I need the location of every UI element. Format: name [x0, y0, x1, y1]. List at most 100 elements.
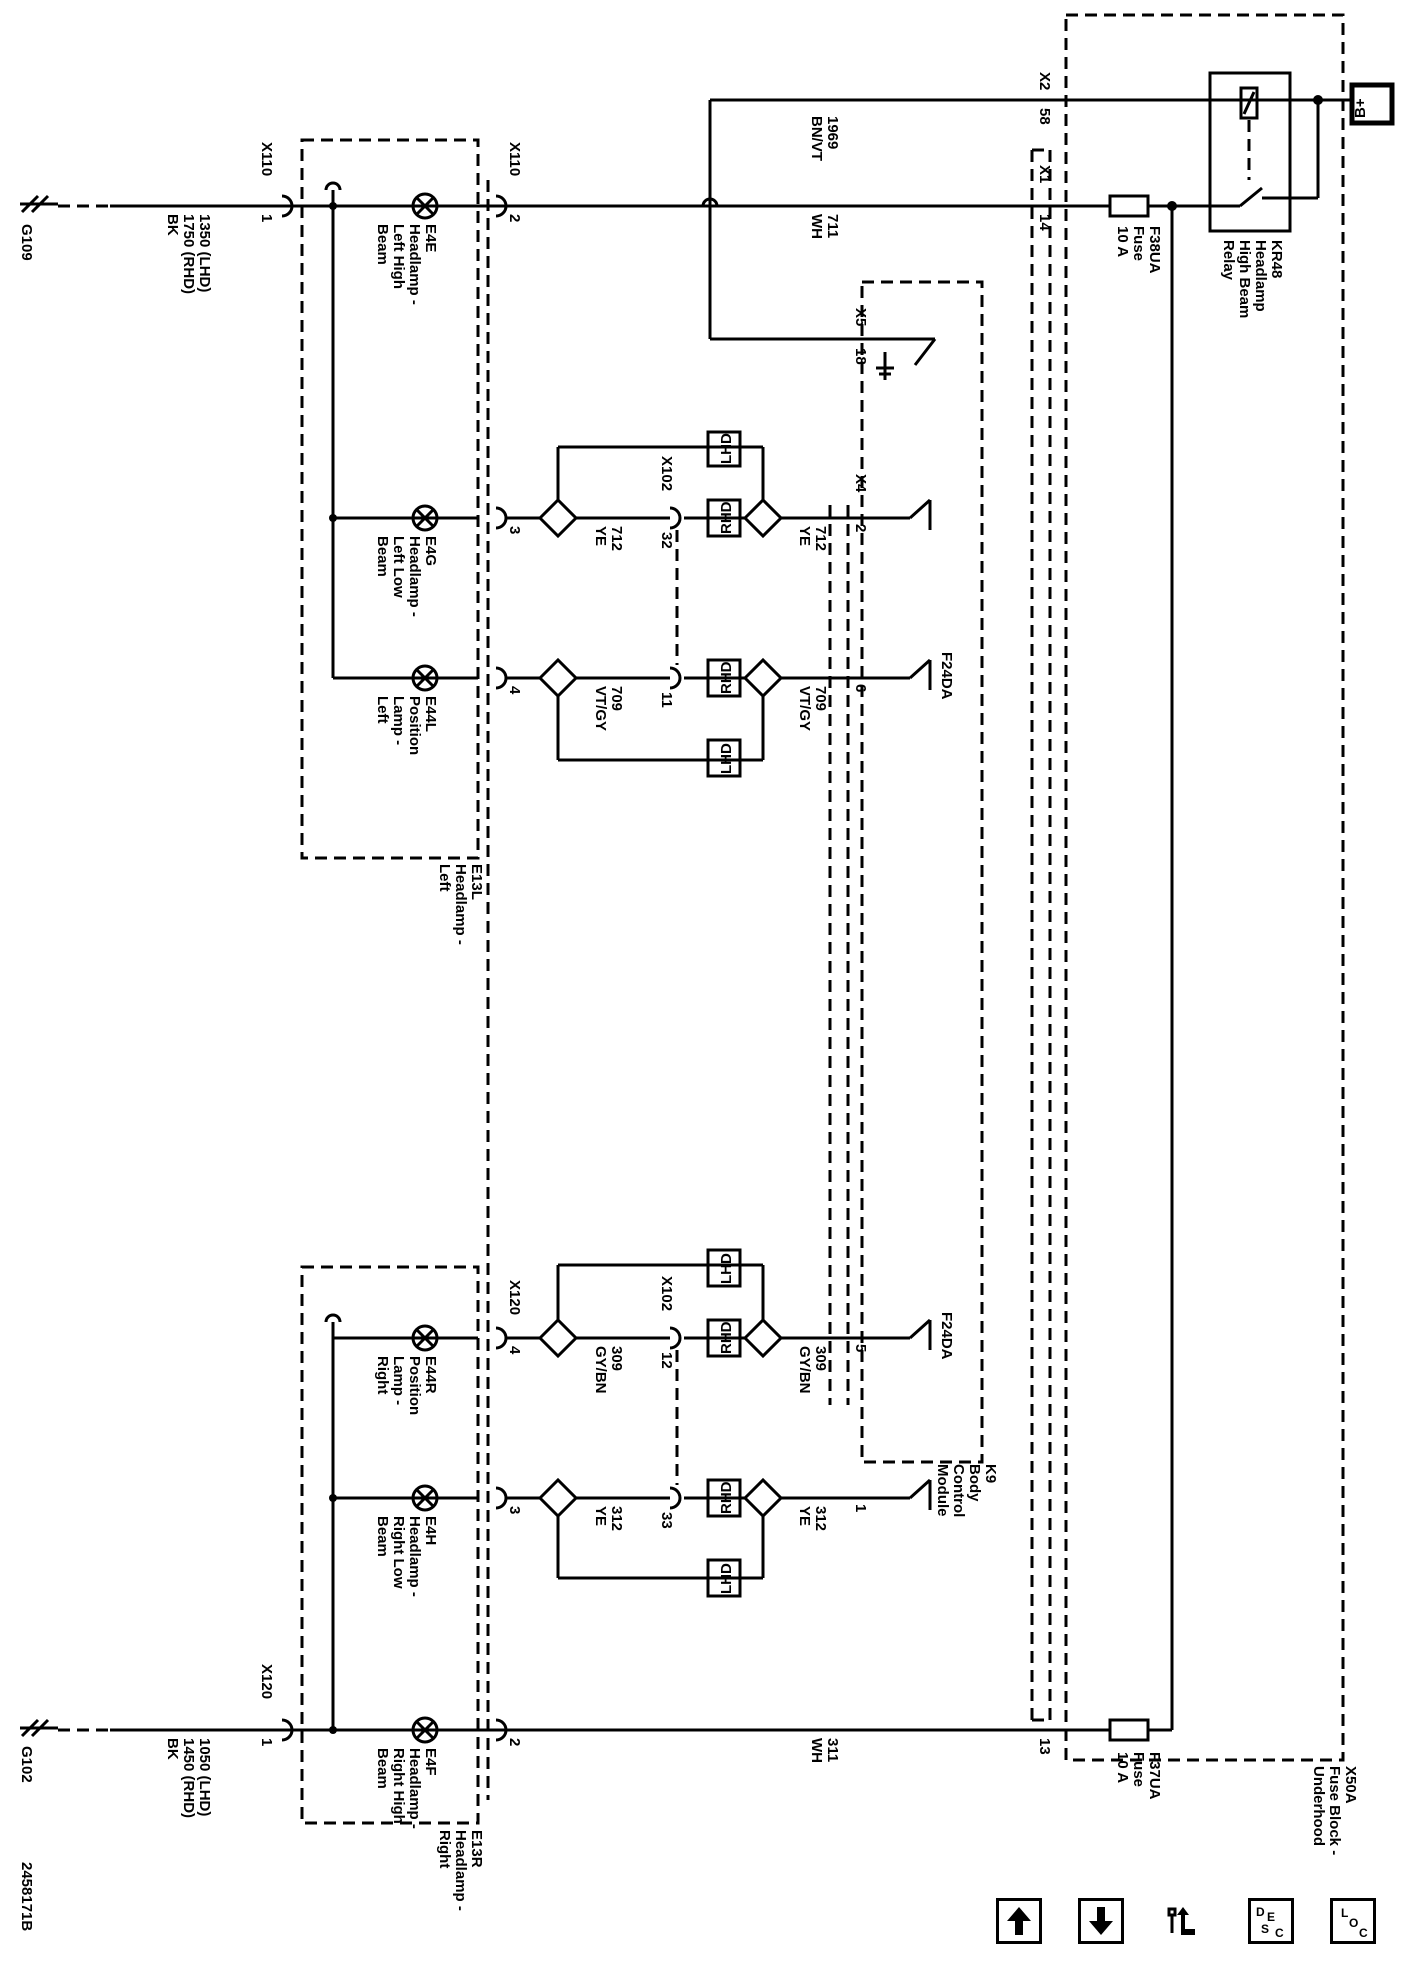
- svg-text:E4H: E4H: [422, 1516, 439, 1545]
- svg-text:Right High: Right High: [390, 1748, 407, 1824]
- fuse-block-frame: [1064, 13, 1345, 1762]
- svg-text:Position: Position: [406, 1356, 423, 1415]
- svg-text:711: 711: [824, 214, 841, 238]
- svg-text:High Beam: High Beam: [1236, 240, 1253, 318]
- svg-text:RHD: RHD: [718, 501, 735, 534]
- svg-text:5: 5: [852, 1344, 869, 1352]
- svg-text:1969: 1969: [824, 116, 841, 149]
- svg-text:G102: G102: [18, 1746, 35, 1783]
- svg-text:712: 712: [608, 526, 625, 551]
- svg-text:F37UA: F37UA: [1146, 1752, 1163, 1800]
- svg-text:F24DA: F24DA: [938, 1312, 955, 1360]
- desc-s: S: [1261, 1922, 1270, 1936]
- nav-location-button[interactable]: L O C: [1330, 1898, 1376, 1944]
- fuse-f38ua: [1108, 194, 1150, 218]
- lamp-e4h: [411, 1484, 439, 1512]
- nav-down-button[interactable]: [1078, 1898, 1124, 1944]
- svg-text:Headlamp -: Headlamp -: [452, 1830, 469, 1911]
- svg-text:1450 (RHD): 1450 (RHD): [180, 1738, 197, 1818]
- svg-text:X110: X110: [258, 142, 275, 176]
- svg-text:Module: Module: [934, 1464, 951, 1517]
- svg-text:GY/BN: GY/BN: [796, 1346, 813, 1394]
- svg-text:Headlamp: Headlamp: [1252, 240, 1269, 312]
- svg-text:X102: X102: [658, 456, 675, 491]
- svg-text:Body: Body: [966, 1464, 983, 1502]
- svg-text:LHD: LHD: [718, 433, 735, 464]
- svg-text:1: 1: [852, 1504, 869, 1512]
- svg-text:X50A: X50A: [1342, 1766, 1359, 1804]
- svg-text:BN/VT: BN/VT: [808, 116, 825, 161]
- svg-text:6: 6: [852, 684, 869, 692]
- svg-text:YE: YE: [592, 1506, 609, 1526]
- svg-text:33: 33: [658, 1512, 675, 1529]
- fuse-f37ua: [1108, 1718, 1150, 1742]
- nav-description-button[interactable]: D E S C: [1248, 1898, 1294, 1944]
- svg-text:Headlamp -: Headlamp -: [406, 536, 423, 617]
- svg-text:Left: Left: [374, 696, 391, 724]
- svg-text:11: 11: [658, 692, 675, 708]
- right-headlamp-frame: [300, 1265, 480, 1825]
- svg-text:RHD: RHD: [718, 661, 735, 694]
- svg-text:YE: YE: [796, 1506, 813, 1526]
- svg-text:K9: K9: [982, 1464, 999, 1483]
- loc-l: L: [1341, 1906, 1349, 1920]
- svg-text:1350 (LHD): 1350 (LHD): [196, 214, 213, 292]
- svg-text:KR48: KR48: [1268, 240, 1285, 278]
- svg-text:10 A: 10 A: [1114, 1752, 1131, 1783]
- svg-text:X5: X5: [852, 308, 869, 326]
- lamp-e44l: [411, 664, 439, 692]
- svg-text:Beam: Beam: [374, 1748, 391, 1789]
- svg-text:X1: X1: [1036, 165, 1053, 183]
- svg-text:RHD: RHD: [718, 1481, 735, 1514]
- svg-text:2458171B: 2458171B: [18, 1862, 35, 1931]
- svg-text:312: 312: [608, 1506, 625, 1531]
- svg-text:Position: Position: [406, 696, 423, 755]
- svg-text:WH: WH: [808, 214, 825, 239]
- nav-schematic-button[interactable]: [1160, 1898, 1206, 1944]
- svg-text:32: 32: [658, 532, 675, 549]
- svg-text:BK: BK: [164, 1738, 181, 1760]
- svg-text:BK: BK: [164, 214, 181, 236]
- svg-text:2: 2: [852, 524, 869, 532]
- loc-c: C: [1359, 1926, 1368, 1940]
- svg-text:E44R: E44R: [422, 1356, 439, 1394]
- svg-text:2: 2: [506, 1738, 523, 1746]
- svg-text:X4: X4: [852, 474, 869, 493]
- svg-text:Right: Right: [374, 1356, 391, 1394]
- svg-text:Fuse: Fuse: [1130, 226, 1147, 261]
- svg-text:312: 312: [812, 1506, 829, 1531]
- svg-text:LHD: LHD: [718, 1253, 735, 1284]
- svg-text:1: 1: [258, 214, 275, 222]
- svg-text:Left: Left: [436, 864, 453, 892]
- lamp-e4f: [411, 1716, 439, 1744]
- svg-text:Underhood: Underhood: [1310, 1766, 1327, 1846]
- svg-text:WH: WH: [808, 1738, 825, 1763]
- wrench-arrows-icon: [1167, 1907, 1195, 1935]
- nav-up-button[interactable]: [996, 1898, 1042, 1944]
- svg-text:Headlamp -: Headlamp -: [406, 1748, 423, 1829]
- svg-text:LHD: LHD: [718, 1563, 735, 1594]
- svg-text:18: 18: [852, 348, 869, 365]
- desc-d: D: [1256, 1905, 1265, 1919]
- svg-text:RHD: RHD: [718, 1321, 735, 1354]
- lamp-e4g: [411, 504, 439, 532]
- battery-positive-terminal: [1349, 82, 1395, 126]
- svg-text:F38UA: F38UA: [1146, 226, 1163, 274]
- svg-text:Lamp -: Lamp -: [390, 1356, 407, 1405]
- svg-text:Headlamp -: Headlamp -: [406, 1516, 423, 1597]
- lamp-e44r: [411, 1324, 439, 1352]
- svg-text:Left High: Left High: [390, 224, 407, 289]
- svg-text:X120: X120: [258, 1664, 275, 1699]
- svg-text:1750 (RHD): 1750 (RHD): [180, 214, 197, 294]
- svg-text:Headlamp -: Headlamp -: [406, 224, 423, 305]
- svg-text:X120: X120: [506, 1280, 523, 1315]
- svg-text:Relay: Relay: [1220, 240, 1237, 281]
- svg-text:12: 12: [658, 1352, 675, 1369]
- svg-text:X110: X110: [506, 142, 523, 176]
- svg-text:1050 (LHD): 1050 (LHD): [196, 1738, 213, 1816]
- svg-text:Left Low: Left Low: [390, 536, 407, 598]
- svg-text:Headlamp -: Headlamp -: [452, 864, 469, 945]
- svg-text:Fuse: Fuse: [1130, 1752, 1147, 1787]
- svg-text:2: 2: [506, 214, 523, 222]
- svg-text:Lamp -: Lamp -: [390, 696, 407, 745]
